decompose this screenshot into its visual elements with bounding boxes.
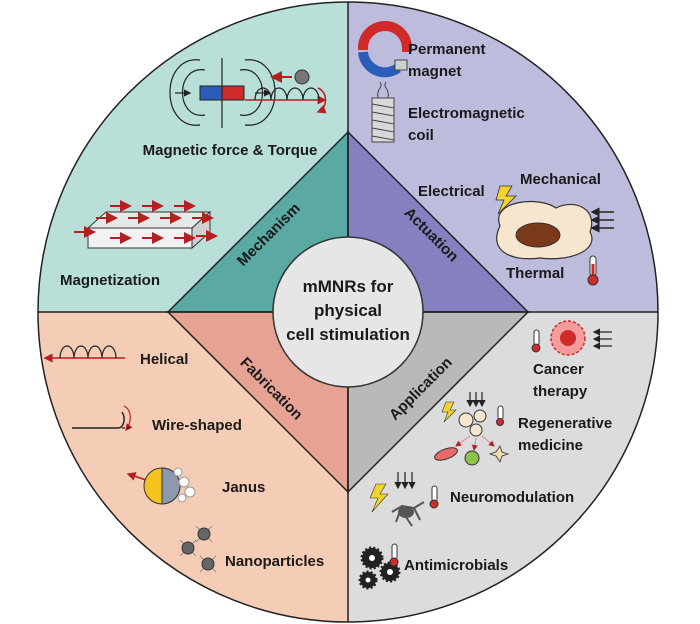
label-regenerative: Regenerative: [518, 415, 612, 432]
neuron-icon: [369, 472, 439, 527]
label-wire-shaped: Wire-shaped: [152, 417, 242, 434]
cancer-cell-icon: [531, 320, 612, 356]
lightning-icon: [495, 185, 517, 215]
label-electrical: Electrical: [418, 183, 485, 200]
label-therapy: therapy: [533, 383, 588, 400]
label-coil: coil: [408, 127, 434, 144]
stem-cell-differentiation-icon: [434, 392, 510, 466]
nanoparticles-icon: [179, 525, 217, 573]
thermometer-icon: [587, 255, 599, 286]
bacteria-icon: [358, 543, 401, 590]
outer-circle: [37, 1, 659, 623]
label-nanoparticles: Nanoparticles: [225, 553, 324, 570]
electromagnetic-coil-icon: [371, 81, 395, 143]
janus-particle-icon: [126, 467, 196, 505]
force-arrows-icon: [590, 207, 614, 233]
center-line-1: mMNRs for: [303, 277, 394, 296]
permanent-magnet-icon: [358, 21, 412, 78]
label-antimicrobials: Antimicrobials: [404, 557, 508, 574]
center-line-3: cell stimulation: [286, 325, 410, 344]
label-magnetization: Magnetization: [60, 272, 160, 289]
label-magnet: magnet: [408, 63, 461, 80]
label-mechanical: Mechanical: [520, 171, 601, 188]
label-medicine: medicine: [518, 437, 583, 454]
label-magnetic-force-torque: Magnetic force & Torque: [143, 142, 318, 159]
magnetization-slab-icon: [74, 200, 218, 250]
label-permanent: Permanent: [408, 41, 486, 58]
center-line-2: physical: [314, 301, 382, 320]
label-neuromodulation: Neuromodulation: [450, 489, 574, 506]
label-thermal: Thermal: [506, 265, 564, 282]
magnet-field-icon: [169, 58, 276, 128]
label-electromagnetic: Electromagnetic: [408, 105, 525, 122]
wire-shaped-icon: [72, 405, 133, 431]
cell-nucleus-icon: [515, 222, 561, 248]
center-circle: [272, 236, 424, 388]
helical-icon: [43, 345, 125, 363]
helix-torque-icon: [245, 69, 327, 114]
label-cancer: Cancer: [533, 361, 584, 378]
label-helical: Helical: [140, 351, 188, 368]
label-janus: Janus: [222, 479, 265, 496]
